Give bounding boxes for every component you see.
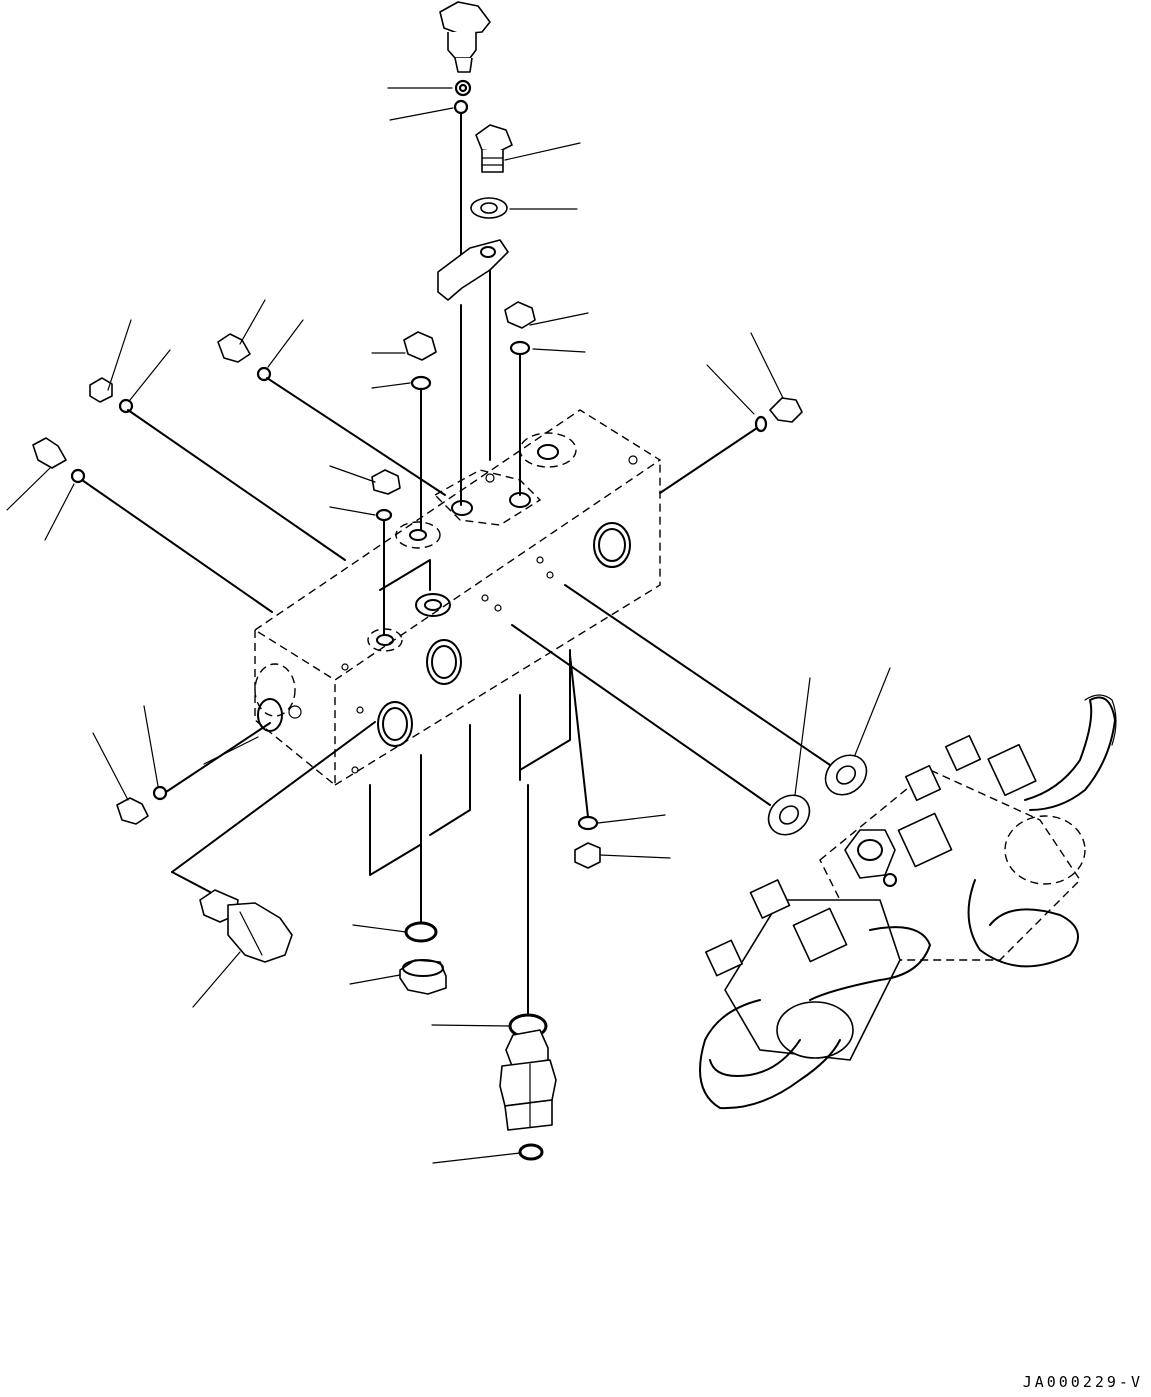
right-plug [659,397,803,494]
left-plugs [32,333,446,825]
lower-parts [171,654,601,1161]
solenoid-valve-assembly [699,694,1117,1110]
top-stack [371,1,536,636]
valve-block [253,409,662,876]
drawing-code: JA000229-V [1022,1373,1143,1391]
leader-lines [6,87,891,1164]
gaskets [511,584,868,836]
